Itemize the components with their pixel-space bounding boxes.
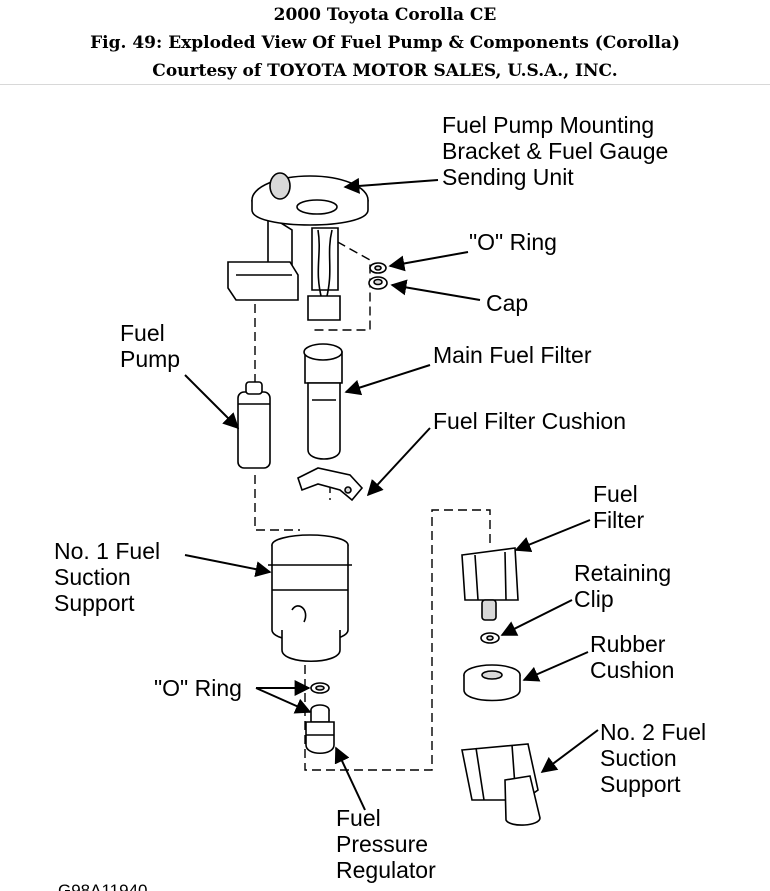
label-cap: Cap xyxy=(486,290,528,316)
label-rubber-cushion: Rubber Cushion xyxy=(590,631,674,683)
header-vehicle: 2000 Toyota Corolla CE xyxy=(273,5,497,25)
label-o-ring-bottom: "O" Ring xyxy=(154,675,242,701)
label-fuel-filter-cushion: Fuel Filter Cushion xyxy=(433,408,626,434)
label-mounting-bracket: Fuel Pump Mounting Bracket & Fuel Gauge … xyxy=(442,112,675,190)
mounting-bracket-part xyxy=(227,172,369,321)
assembly-guide-lines xyxy=(254,234,491,771)
label-o-ring-top: "O" Ring xyxy=(469,229,557,255)
label-no2-suction-support: No. 2 Fuel Suction Support xyxy=(600,719,713,797)
fuel-filter-part xyxy=(461,547,519,621)
no1-suction-support-part xyxy=(268,534,352,663)
label-pressure-regulator: Fuel Pressure Regulator xyxy=(336,805,436,883)
header-figure-title: Fig. 49: Exploded View Of Fuel Pump & Co… xyxy=(90,33,680,53)
o-ring-top-part xyxy=(369,262,387,274)
figure-header: 2000 Toyota Corolla CE Fig. 49: Exploded… xyxy=(0,0,770,85)
cap-part xyxy=(368,276,388,290)
o-ring-bottom-part xyxy=(310,682,330,694)
label-main-fuel-filter: Main Fuel Filter xyxy=(433,342,592,368)
label-no1-suction-support: No. 1 Fuel Suction Support xyxy=(54,538,167,616)
label-fuel-filter: Fuel Filter xyxy=(593,481,644,533)
header-courtesy: Courtesy of TOYOTA MOTOR SALES, U.S.A., … xyxy=(152,61,618,81)
label-fuel-pump: Fuel Pump xyxy=(120,320,180,372)
retaining-clip-part xyxy=(480,632,500,644)
pressure-regulator-part xyxy=(305,704,335,755)
main-fuel-filter-part xyxy=(303,343,343,460)
leader-arrows xyxy=(184,177,599,811)
fuel-filter-cushion-part xyxy=(297,467,364,502)
no2-suction-support-part xyxy=(461,743,541,826)
label-retaining-clip: Retaining Clip xyxy=(574,560,678,612)
fuel-pump-part xyxy=(237,381,271,469)
figure-code: G98A11940 xyxy=(58,881,147,891)
rubber-cushion-part xyxy=(463,664,521,702)
